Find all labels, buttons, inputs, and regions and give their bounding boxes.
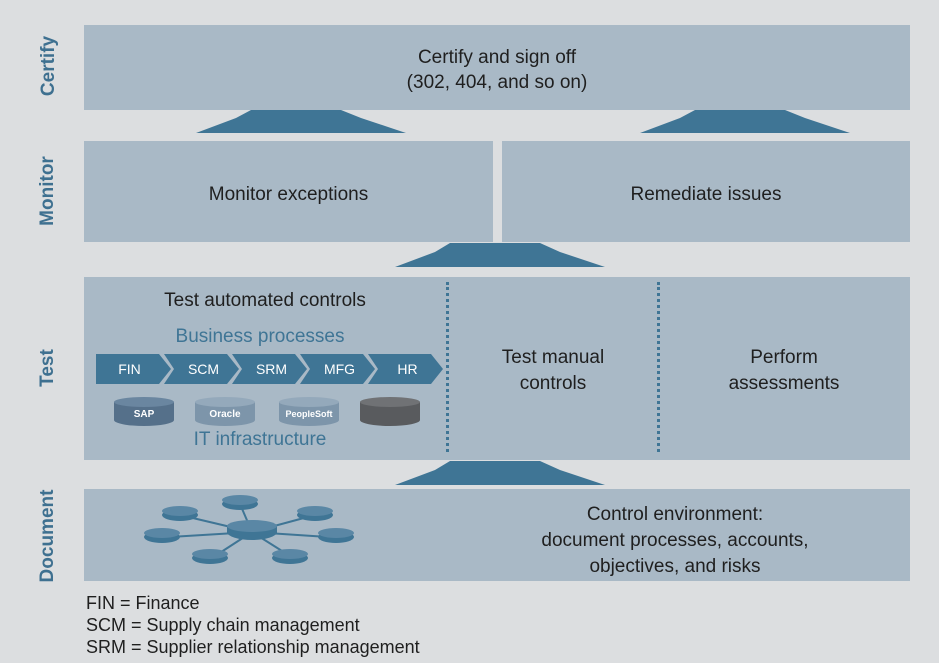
row-label-monitor: Monitor xyxy=(37,156,58,226)
network-hub-icon xyxy=(144,495,354,564)
chevron-srm: SRM xyxy=(232,354,307,384)
arrow-up-icon xyxy=(640,110,850,133)
monitor-exceptions-text: Monitor exceptions xyxy=(208,184,369,205)
chevron-label: MFG xyxy=(324,361,355,377)
it-infrastructure-label: IT infrastructure xyxy=(193,429,327,450)
certify-box: Certify and sign off (302, 404, and so o… xyxy=(84,25,910,110)
chevron-hr: HR xyxy=(368,354,443,384)
legend-item-fin: FIN = Finance xyxy=(86,593,200,613)
perform-assessments-line2: assessments xyxy=(728,373,840,394)
remediate-issues-box: Remediate issues xyxy=(502,141,910,242)
legend: FIN = Finance SCM = Supply chain managem… xyxy=(86,592,420,658)
test-manual-line1: Test manual xyxy=(501,347,605,368)
chevron-label: SCM xyxy=(188,361,219,377)
database-oracle-icon: Oracle xyxy=(195,397,255,426)
database-label: PeopleSoft xyxy=(285,409,332,419)
database-icon xyxy=(360,397,420,426)
remediate-issues-text: Remediate issues xyxy=(630,184,782,205)
perform-assessments-line1: Perform xyxy=(750,347,818,368)
arrow-up-icon xyxy=(196,110,406,133)
monitor-exceptions-box: Monitor exceptions xyxy=(84,141,493,242)
certify-line1: Certify and sign off xyxy=(417,47,577,68)
database-sap-icon: SAP xyxy=(114,397,174,426)
test-manual-line2: controls xyxy=(519,373,587,394)
certify-line2: (302, 404, and so on) xyxy=(406,72,588,93)
arrow-up-icon xyxy=(395,461,605,485)
test-separator xyxy=(657,282,660,452)
document-line3: objectives, and risks xyxy=(589,556,761,577)
arrow-up-icon xyxy=(395,243,605,267)
document-box xyxy=(84,489,910,581)
database-label: SAP xyxy=(134,409,155,420)
legend-item-srm: SRM = Supplier relationship management xyxy=(86,637,420,657)
row-label-document: Document xyxy=(37,489,58,583)
chevron-label: FIN xyxy=(118,361,141,377)
chevron-fin: FIN xyxy=(96,354,171,384)
row-label-certify: Certify xyxy=(38,35,59,97)
database-peoplesoft-icon: PeopleSoft xyxy=(279,397,339,426)
row-label-test: Test xyxy=(37,349,58,387)
chevron-label: HR xyxy=(397,361,417,377)
document-line1: Control environment: xyxy=(586,504,764,525)
legend-item-scm: SCM = Supply chain management xyxy=(86,615,360,635)
chevron-label: SRM xyxy=(256,361,287,377)
chevron-scm: SCM xyxy=(164,354,239,384)
test-separator xyxy=(446,282,449,452)
database-label: Oracle xyxy=(209,409,241,420)
business-processes-label: Business processes xyxy=(175,326,345,347)
chevron-mfg: MFG xyxy=(300,354,375,384)
document-line2: document processes, accounts, xyxy=(541,530,809,551)
test-automated-title: Test automated controls xyxy=(164,290,366,311)
